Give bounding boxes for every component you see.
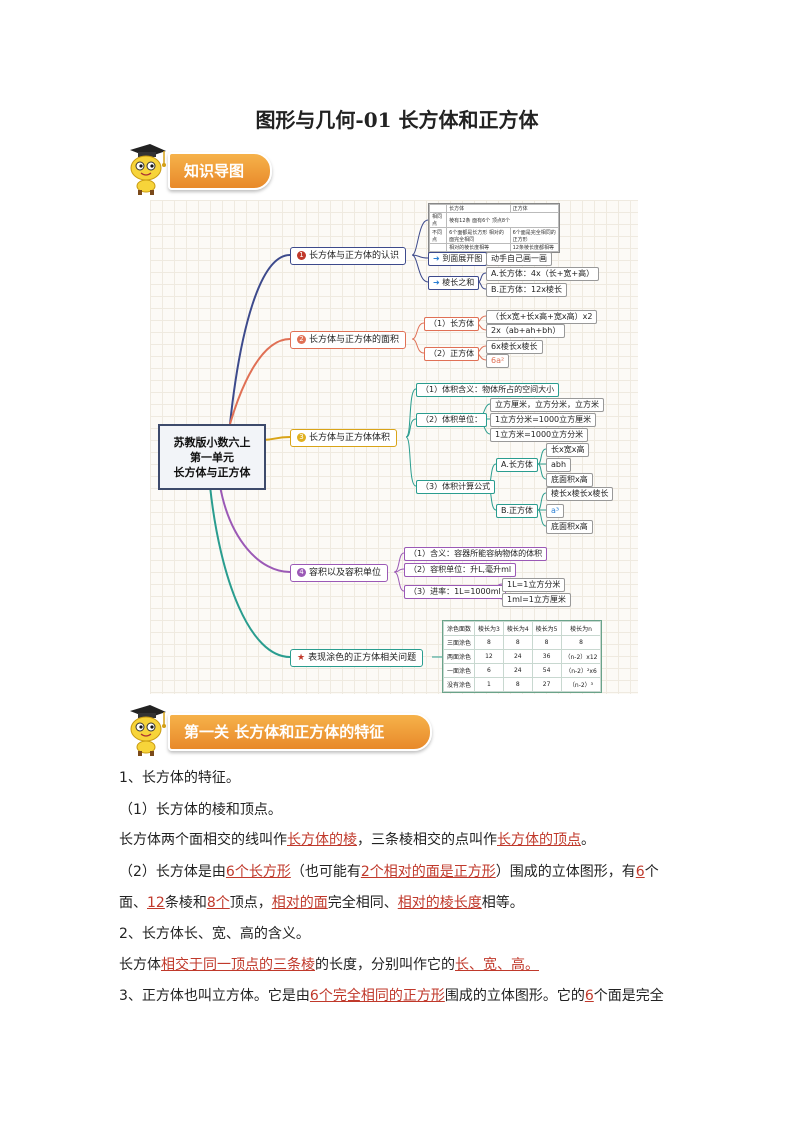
text-line-4: （2）长方体是由6个长方形（也可能有2个相对的面是正方形）围成的立体图形，有6个 xyxy=(119,864,659,880)
arrow-right-icon: ➜ xyxy=(433,254,443,263)
unfold-node: ➜ 到面展开图 xyxy=(428,252,488,266)
mind-map-central-node: 苏教版小数六上 第一单元 长方体与正方体 xyxy=(158,424,266,490)
volume-cube-f3: 底面积x高 xyxy=(546,520,593,534)
capacity-meaning-node: （1）含义：容器所能容纳物体的体积 xyxy=(404,547,548,561)
volume-cube-node: B.正方体 xyxy=(496,504,539,518)
section-banner-mindmap: 知识导图 xyxy=(168,152,272,190)
answer-blank: 6 xyxy=(584,988,594,1004)
topic-2-label: 长方体与正方体的面积 xyxy=(309,335,400,345)
area-cuboid-node: （1）长方体 xyxy=(424,317,480,331)
volume-formula-node: （3）体积计算公式 xyxy=(416,480,496,494)
answer-blank: 8个 xyxy=(206,895,230,911)
volume-unit-node: （2）体积单位： xyxy=(416,413,488,427)
page-title: 图形与几何-01 长方体和正方体 xyxy=(255,108,539,132)
mascot-icon xyxy=(120,142,168,196)
answer-blank: 长方体的顶点 xyxy=(497,832,581,848)
topic-5: ★表现涂色的正方体相关问题 xyxy=(290,649,424,667)
answer-blank: 相对的面 xyxy=(271,895,328,911)
section-banner-level1: 第一关 长方体和正方体的特征 xyxy=(168,713,432,751)
text-line-8: 3、正方体也叫立方体。它是由6个完全相同的正方形围成的立体图形。它的6个面是完全 xyxy=(119,988,664,1004)
central-line-1: 苏教版小数六上 xyxy=(173,435,251,449)
topic-5-label: 表现涂色的正方体相关问题 xyxy=(308,653,417,663)
volume-unit-2: 1立方分米=1000立方厘米 xyxy=(490,413,597,427)
area-cube-node: （2）正方体 xyxy=(424,347,480,361)
volume-meaning-node: （1）体积含义：物体所占的空间大小 xyxy=(416,383,560,397)
volume-cuboid-f2: abh xyxy=(546,458,572,472)
answer-blank: 长方体的棱 xyxy=(287,832,357,848)
topic-number-2: 2 xyxy=(297,335,306,344)
capacity-rate-1: 1L=1立方分米 xyxy=(502,578,566,592)
volume-cuboid-f3: 底面积x高 xyxy=(546,473,593,487)
answer-blank: 12 xyxy=(147,895,165,911)
topic-number-3: 3 xyxy=(297,433,306,442)
area-cube-formula-1: 6x棱长x棱长 xyxy=(486,340,543,354)
unfold-sub-node: 动手自己画一画 xyxy=(486,252,552,266)
answer-blank: 长、宽、高。 xyxy=(455,957,539,973)
answer-blank: 相对的棱长度 xyxy=(397,895,482,911)
central-line-2: 第一单元 xyxy=(190,450,234,464)
capacity-rate-node: （3）进率：1L=1000ml xyxy=(404,585,506,599)
answer-blank: 2个相对的面是正方形 xyxy=(360,864,496,880)
volume-unit-3: 1立方米=1000立方分米 xyxy=(490,428,589,442)
central-line-3: 长方体与正方体 xyxy=(173,465,251,479)
mascot-icon xyxy=(120,703,168,757)
volume-cuboid-node: A.长方体 xyxy=(496,458,538,472)
topic-number-4: 4 xyxy=(297,568,306,577)
arrow-right-icon: ➜ xyxy=(433,278,443,287)
capacity-unit-node: （2）容积单位：升L,毫升ml xyxy=(404,563,517,577)
edge-sum-node: ➜ 棱长之和 xyxy=(428,276,480,290)
text-line-6: 2、长方体长、宽、高的含义。 xyxy=(119,926,310,942)
volume-cuboid-f1: 长x宽x高 xyxy=(546,443,590,457)
text-line-2: （1）长方体的棱和顶点。 xyxy=(119,802,282,818)
text-line-1: 1、长方体的特征。 xyxy=(119,770,240,786)
volume-cube-f2: a³ xyxy=(546,504,565,518)
edge-formula-b: B.正方体：12x棱长 xyxy=(486,283,567,297)
answer-blank: 6个完全相同的正方形 xyxy=(309,988,445,1004)
topic-number-1: 1 xyxy=(297,251,306,260)
area-cuboid-formula-1: （长x宽+长x高+宽x高）x2 xyxy=(486,310,598,324)
answer-blank: 6 xyxy=(635,864,645,880)
topic-4-label: 容积以及容积单位 xyxy=(309,568,382,578)
answer-blank: 6个长方形 xyxy=(225,864,291,880)
topic-1-label: 长方体与正方体的认识 xyxy=(309,251,400,261)
text-line-3: 长方体两个面相交的线叫作长方体的棱，三条棱相交的点叫作长方体的顶点。 xyxy=(119,832,595,848)
text-line-5: 面、12条棱和8个顶点，相对的面完全相同、相对的棱长度相等。 xyxy=(119,895,524,911)
volume-cube-f1: 棱长x棱长x棱长 xyxy=(546,487,614,501)
star-icon: ★ xyxy=(297,653,306,663)
capacity-rate-2: 1ml=1立方厘米 xyxy=(502,593,571,607)
volume-unit-1: 立方厘米，立方分米，立方米 xyxy=(490,398,604,412)
text-line-7: 长方体相交于同一顶点的三条棱的长度，分别叫作它的长、宽、高。 xyxy=(119,957,539,973)
area-cuboid-formula-2: 2x（ab+ah+bh） xyxy=(486,324,566,338)
answer-blank: 相交于同一顶点的三条棱 xyxy=(161,957,315,973)
area-cube-formula-2: 6a² xyxy=(486,354,510,368)
topic-3-label: 长方体与正方体体积 xyxy=(309,433,391,443)
edge-formula-a: A.长方体：4x（长+宽+高） xyxy=(486,267,600,281)
